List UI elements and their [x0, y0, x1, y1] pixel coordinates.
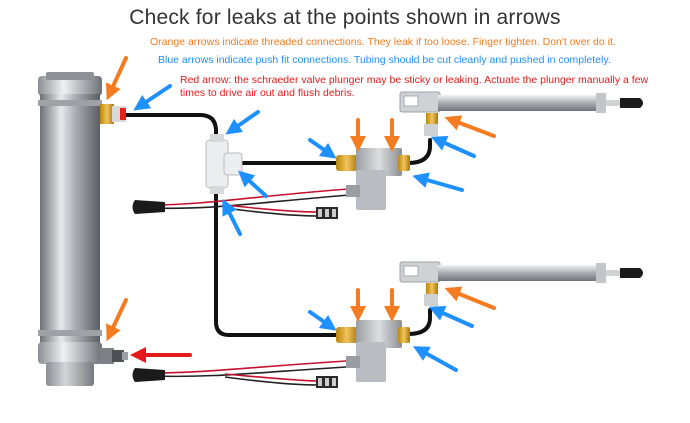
- page-title: Check for leaks at the points shown in a…: [129, 6, 561, 29]
- note-push-fit: Blue arrows indicate push fit connection…: [158, 54, 611, 66]
- solenoid-valve-bottom: [336, 320, 410, 382]
- note-schraeder: Red arrow: the schraeder valve plunger m…: [180, 74, 649, 99]
- threaded-arrows: [106, 56, 496, 342]
- solenoid-valve-top: [336, 148, 410, 210]
- tee-fitting: [205, 134, 243, 194]
- arrow-cylinder-top-pushfit: [430, 135, 476, 158]
- push-fit-arrows: [133, 84, 476, 372]
- tank-push-fitting: [100, 104, 126, 124]
- arrow-tank-bottom: [106, 298, 128, 342]
- schraeder-valve: [100, 348, 128, 364]
- note-threaded: Orange arrows indicate threaded connecti…: [150, 36, 616, 48]
- air-cylinder-bottom: [399, 261, 643, 306]
- arrow-tank-fitting: [106, 56, 128, 101]
- arrow-tank-pushfit: [133, 84, 172, 111]
- arrow-valve-bottom-outlet: [413, 346, 458, 372]
- arrow-cylinder-bottom-pushfit: [428, 305, 474, 328]
- arrow-tee-bottom: [222, 198, 242, 236]
- sensor-wires: [149, 187, 363, 386]
- air-tank: [38, 72, 102, 386]
- arrow-cylinder-bottom: [444, 286, 496, 310]
- arrow-valve-top-outlet: [412, 172, 464, 192]
- arrow-cylinder-top: [444, 115, 496, 138]
- tubing: [123, 113, 432, 337]
- arrow-valve-bottom-inlet: [308, 310, 337, 331]
- arrow-tee-top: [225, 110, 260, 135]
- arrow-tee-right: [238, 170, 268, 198]
- air-cylinder-top: [399, 91, 643, 136]
- arrow-valve-top-inlet: [308, 138, 337, 159]
- wire-plugs: [132, 200, 338, 388]
